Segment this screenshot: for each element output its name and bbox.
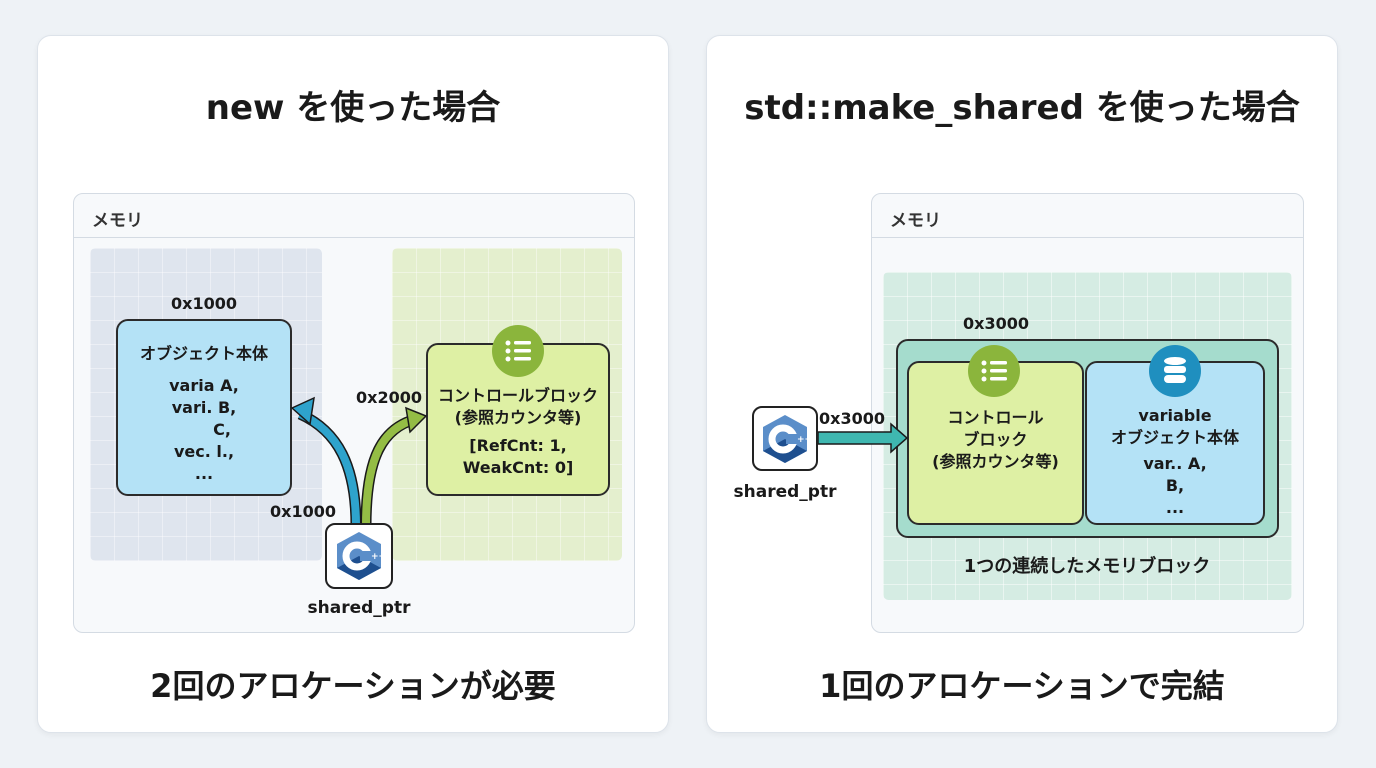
card-title: std::make_shared を使った場合 xyxy=(744,88,1300,128)
object-line: var.. A, xyxy=(1143,454,1207,473)
divider xyxy=(74,237,634,238)
object-line: B, xyxy=(1165,476,1185,495)
pointer-arrow xyxy=(817,422,909,454)
memory-label: メモリ xyxy=(890,211,941,231)
object-line: ... xyxy=(1165,498,1185,517)
list-icon xyxy=(492,325,544,377)
list-icon xyxy=(968,345,1020,397)
pointer-arrows xyxy=(290,396,428,527)
pointer-address: 0x3000 xyxy=(819,409,885,428)
card-title: new を使った場合 xyxy=(205,88,501,128)
object-line: varia A, xyxy=(169,376,239,395)
database-icon xyxy=(1149,345,1201,397)
control-title: コントロール xyxy=(947,408,1044,427)
shared-ptr-label: shared_ptr xyxy=(307,598,411,618)
card-footer: 2回のアロケーションが必要 xyxy=(150,667,556,705)
block-address: 0x3000 xyxy=(963,314,1029,333)
block-caption: 1つの連続したメモリブロック xyxy=(963,556,1211,577)
control-title: (参照カウンタ等) xyxy=(932,452,1059,471)
cpp-logo-icon: ++ xyxy=(752,406,818,471)
control-line: [RefCnt: 1, xyxy=(469,436,567,455)
arrow-to-control xyxy=(362,415,418,527)
card-footer: 1回のアロケーションで完結 xyxy=(819,667,1225,705)
control-title: コントロールブロック xyxy=(437,386,598,405)
object-title: variable xyxy=(1138,406,1212,425)
divider xyxy=(872,237,1303,238)
control-title: ブロック xyxy=(963,430,1028,449)
object-line: vec. l., xyxy=(173,442,235,461)
svg-text:++: ++ xyxy=(371,552,382,562)
object-line: vari. B, xyxy=(171,398,237,417)
arrow-to-object xyxy=(298,410,360,527)
cpp-logo-icon: ++ xyxy=(325,523,393,589)
memory-label: メモリ xyxy=(92,211,143,231)
object-address: 0x1000 xyxy=(171,294,237,313)
control-title: (参照カウンタ等) xyxy=(454,408,582,427)
control-address: 0x2000 xyxy=(356,388,422,407)
object-body-box: オブジェクト本体 varia A, vari. B, C, vec. l., .… xyxy=(116,319,292,496)
object-line: C, xyxy=(213,420,231,439)
control-line: WeakCnt: 0] xyxy=(462,458,574,477)
new-comparison-card: new を使った場合 メモリ 0x1000 オブジェクト本体 varia A, … xyxy=(37,35,669,733)
object-title: オブジェクト本体 xyxy=(139,344,268,363)
make-shared-comparison-card: std::make_shared を使った場合 メモリ 0x3000 コントロー… xyxy=(706,35,1338,733)
svg-text:++: ++ xyxy=(797,435,808,445)
pointer-address: 0x1000 xyxy=(270,502,336,521)
shared-ptr-label: shared_ptr xyxy=(733,482,837,502)
object-line: ... xyxy=(194,464,214,483)
object-title: オブジェクト本体 xyxy=(1110,428,1239,447)
